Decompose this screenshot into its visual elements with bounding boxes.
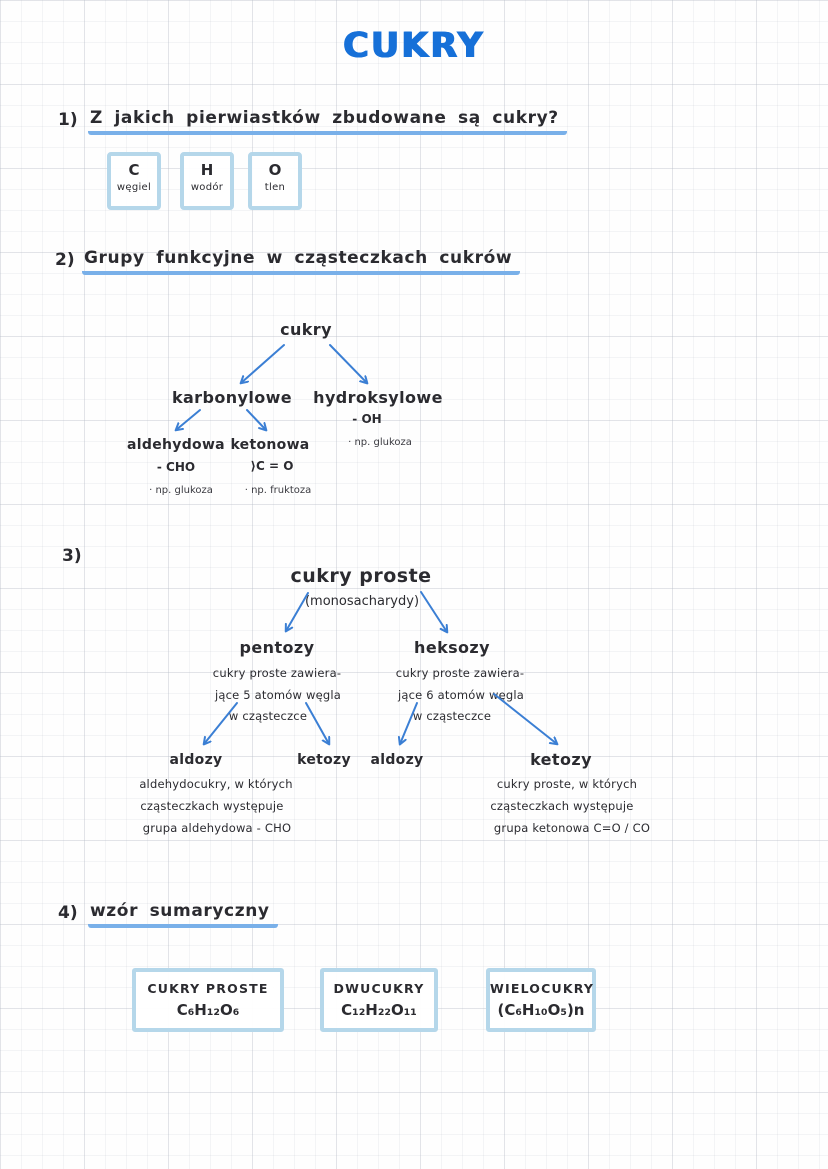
- aldozy-desc-line: aldehydocukry, w których: [139, 777, 293, 791]
- ketozy-desc-line: cukry proste, w których: [496, 777, 638, 791]
- tree2-node-karbonylowe: karbonylowe: [171, 388, 293, 407]
- section-1-number: 1): [58, 110, 78, 130]
- tree2-node-ketonowa: ketonowa: [230, 437, 310, 453]
- element-box-oxygen: O tlen: [248, 152, 302, 210]
- section-2-heading: Grupy funkcyjne w cząsteczkach cukrów: [82, 248, 521, 275]
- tree3-node-heksozy: heksozy: [414, 638, 490, 657]
- element-name: wodór: [190, 182, 224, 193]
- hydroksyl-example: · np. glukoza: [348, 437, 412, 448]
- formula-box-title: DWUCUKRY: [333, 981, 425, 996]
- formula-box-cukry-proste: CUKRY PROSTE C₆H₁₂O₆: [132, 968, 284, 1032]
- section-1-heading: Z jakich pierwiastków zbudowane są cukry…: [88, 108, 567, 135]
- formula-box-dwucukry: DWUCUKRY C₁₂H₂₂O₁₁: [320, 968, 438, 1032]
- element-name: tlen: [264, 182, 286, 193]
- tree3-node-ketozy-left: ketozy: [297, 752, 351, 768]
- formula-box-formula: C₁₂H₂₂O₁₁: [341, 1001, 417, 1019]
- element-box-hydrogen: H wodór: [180, 152, 234, 210]
- pentozy-desc-line: w cząsteczce: [228, 709, 308, 723]
- ketozy-desc-line: cząsteczkach występuje: [490, 799, 634, 813]
- tree2-root-cukry: cukry: [280, 320, 332, 339]
- heksozy-desc-line: w cząsteczce: [412, 709, 492, 723]
- tree2-node-aldehydowa: aldehydowa: [127, 437, 225, 453]
- keton-example: · np. fruktoza: [244, 485, 312, 496]
- aldehyd-example: · np. glukoza: [149, 485, 213, 496]
- tree3-node-aldozy-left: aldozy: [169, 752, 223, 768]
- aldozy-desc-line: grupa aldehydowa - CHO: [142, 821, 292, 835]
- page-title: CUKRY: [343, 26, 485, 66]
- tree2-node-hydroksylowe: hydroksylowe: [313, 388, 443, 407]
- ketozy-desc-line: grupa ketonowa C=O / CO: [493, 821, 651, 835]
- section-3-number: 3): [62, 546, 82, 566]
- element-name: węgiel: [116, 182, 152, 193]
- formula-box-formula: C₆H₁₂O₆: [176, 1001, 240, 1019]
- aldozy-desc-line: cząsteczkach występuje: [140, 799, 284, 813]
- section-4-heading: wzór sumaryczny: [88, 901, 278, 928]
- formula-box-formula: (C₆H₁₀O₅)n: [497, 1001, 585, 1019]
- pentozy-desc-line: cukry proste zawiera-: [212, 666, 342, 680]
- tree3-node-pentozy: pentozy: [239, 638, 315, 657]
- element-symbol: O: [268, 161, 282, 179]
- pentozy-desc-line: jące 5 atomów węgla: [215, 688, 341, 702]
- formula-box-title: WIELOCUKRY: [490, 981, 595, 996]
- formula-box-title: CUKRY PROSTE: [147, 981, 269, 996]
- element-box-carbon: C węgiel: [107, 152, 161, 210]
- tree3-node-ketozy-right: ketozy: [530, 750, 592, 769]
- tree3-root-subtitle: (monosacharydy): [304, 594, 420, 609]
- section-4-number: 4): [58, 903, 78, 923]
- hydroksyl-formula: - OH: [352, 412, 382, 426]
- tree3-root-cukry-proste: cukry proste: [290, 565, 432, 587]
- heksozy-desc-line: jące 6 atomów węgla: [398, 688, 524, 702]
- heksozy-desc-line: cukry proste zawiera-: [395, 666, 525, 680]
- element-symbol: C: [128, 161, 140, 179]
- tree3-node-aldozy-right: aldozy: [370, 752, 424, 768]
- aldehyd-formula: - CHO: [156, 460, 196, 474]
- section-2-number: 2): [55, 250, 75, 270]
- formula-box-wielocukry: WIELOCUKRY (C₆H₁₀O₅)n: [486, 968, 596, 1032]
- keton-formula: ⟩C = O: [250, 459, 294, 473]
- element-symbol: H: [200, 161, 214, 179]
